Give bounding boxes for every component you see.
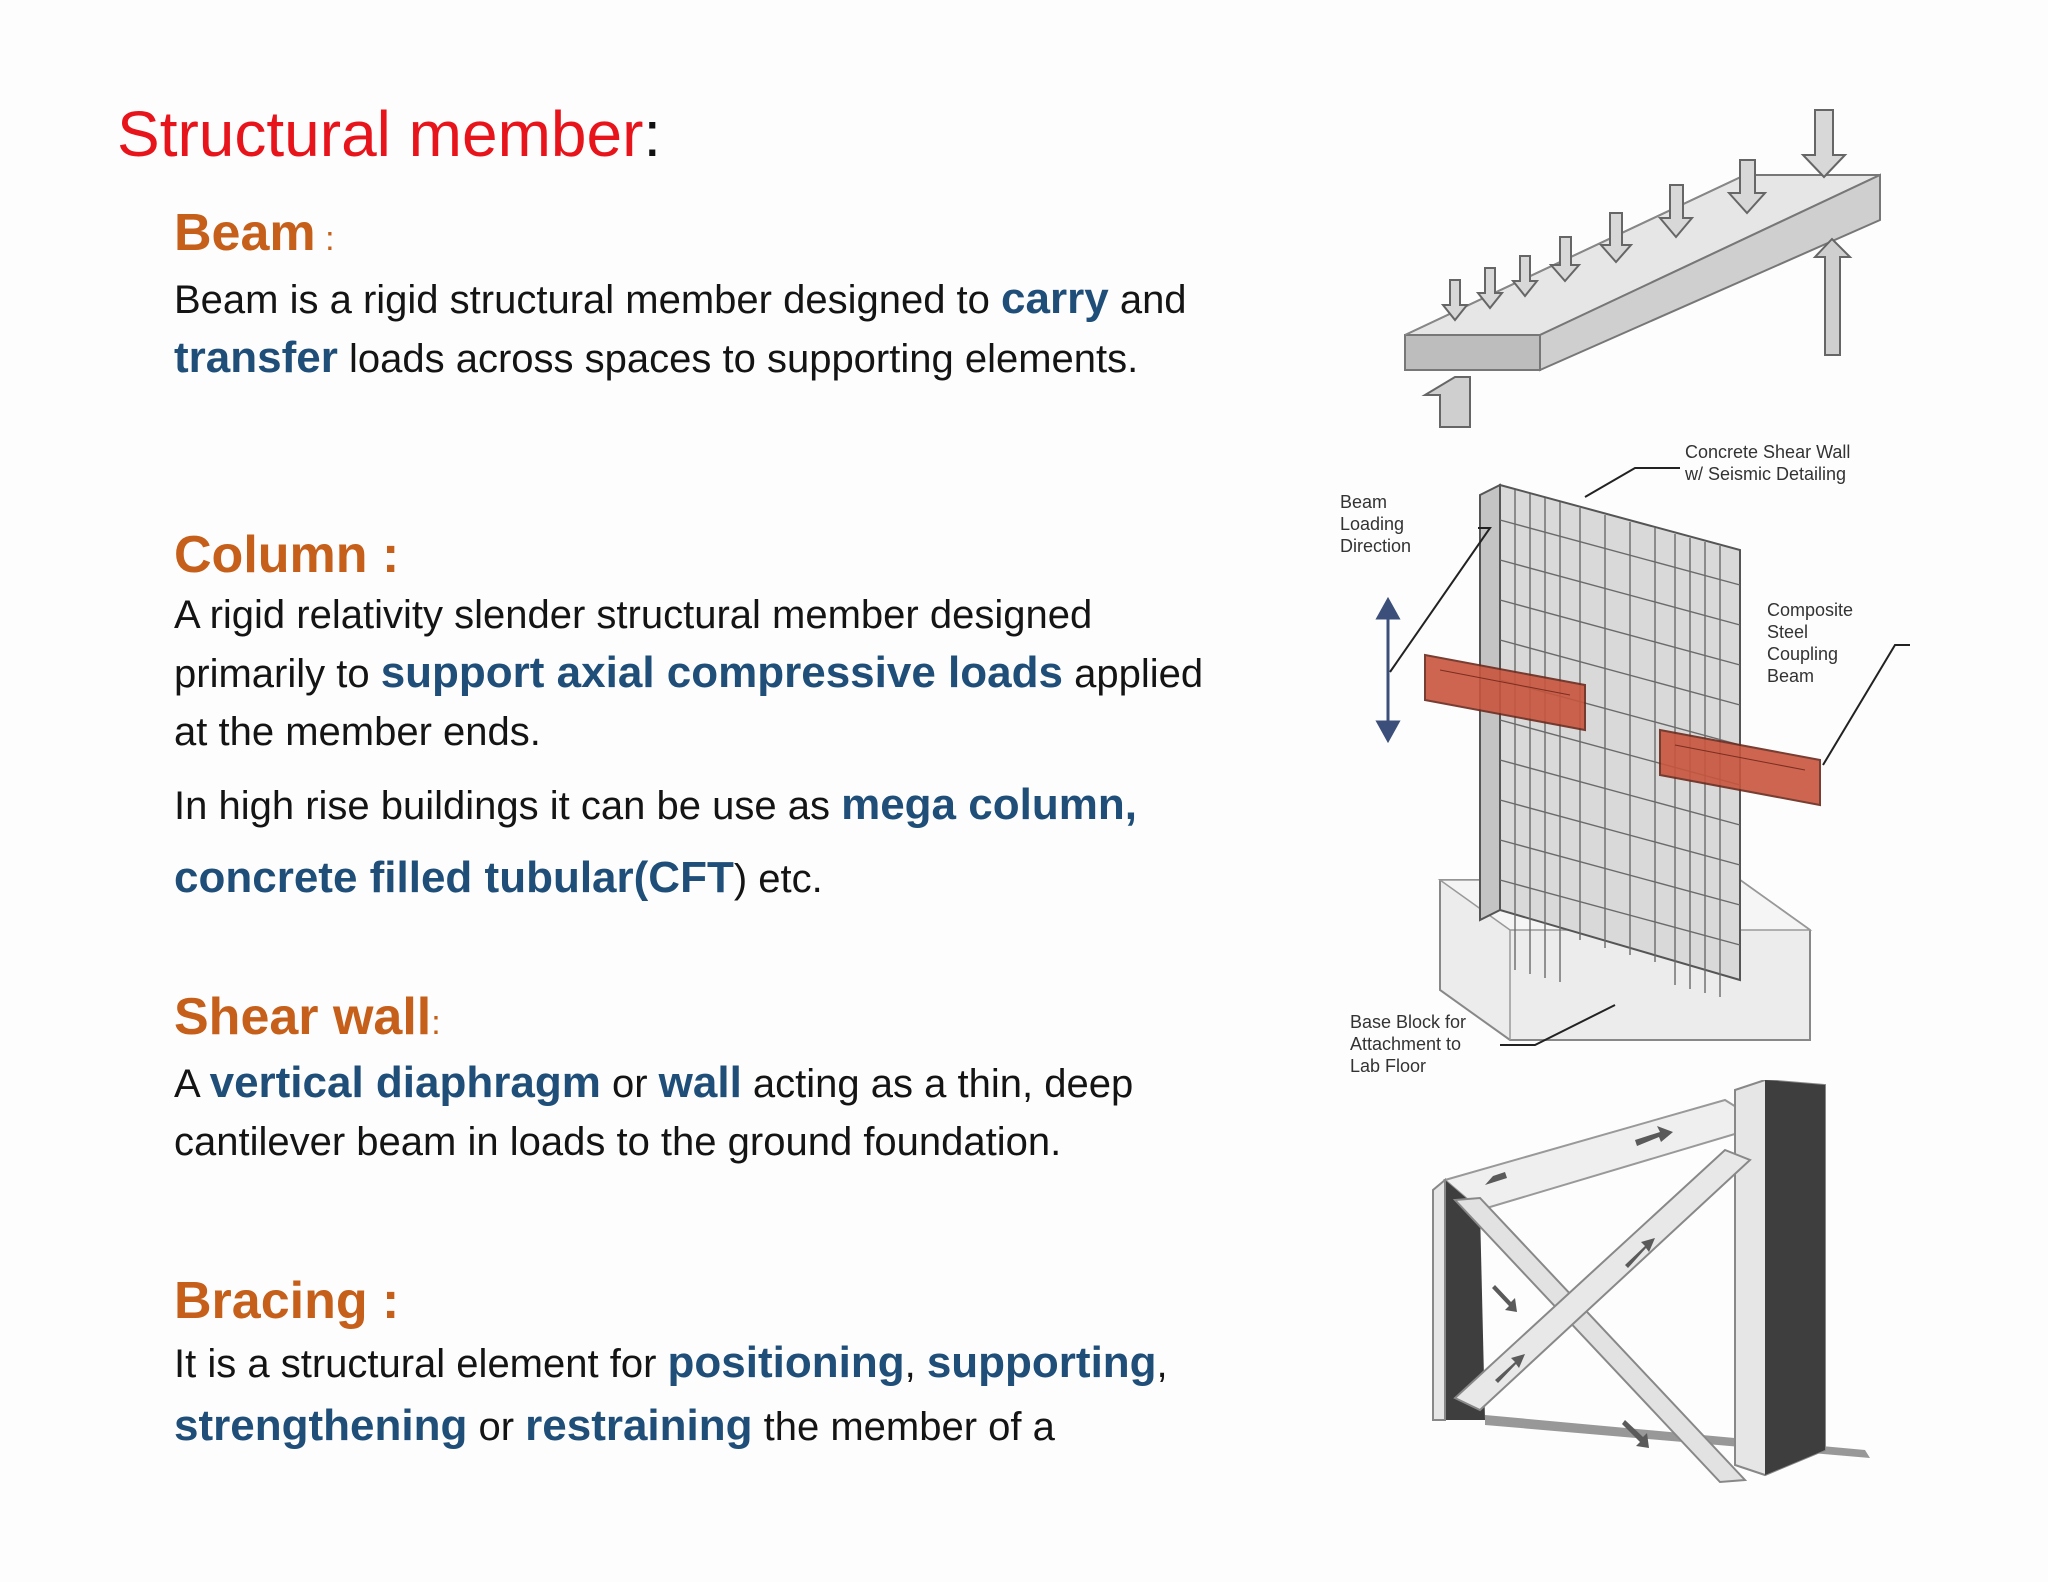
label-coupling-4: Beam	[1767, 666, 1814, 686]
shear-wall-illustration: Concrete Shear Wall w/ Seismic Detailing…	[1330, 440, 1910, 1080]
bracing-illustration	[1425, 1080, 1895, 1500]
page-title: Structural member:	[117, 96, 661, 172]
beam-heading: Beam :	[174, 204, 335, 262]
beam-illustration	[1395, 105, 1895, 435]
bracing-heading: Bracing :	[174, 1272, 400, 1330]
label-beam-load-3: Direction	[1340, 536, 1411, 556]
bracing-section: Bracing : It is a structural element for…	[174, 1270, 1214, 1466]
column-examples: In high rise buildings it can be use as …	[174, 780, 1137, 902]
label-shear-wall-1: Concrete Shear Wall	[1685, 442, 1850, 462]
label-beam-load-1: Beam	[1340, 492, 1387, 512]
column-heading: Column :	[174, 526, 400, 584]
label-base-2: Attachment to	[1350, 1034, 1461, 1054]
column-description: A rigid relativity slender structural me…	[174, 593, 1204, 754]
beam-section: Beam : Beam is a rigid structural member…	[174, 202, 1214, 388]
title-text: Structural member	[117, 98, 644, 170]
label-beam-load-2: Loading	[1340, 514, 1404, 534]
label-shear-wall-2: w/ Seismic Detailing	[1684, 464, 1846, 484]
label-coupling-1: Composite	[1767, 600, 1853, 620]
bracing-text-clip: It is a structural element for positioni…	[174, 1332, 1214, 1466]
label-coupling-2: Steel	[1767, 622, 1808, 642]
label-base-3: Lab Floor	[1350, 1056, 1426, 1076]
label-coupling-3: Coupling	[1767, 644, 1838, 664]
bracing-description: It is a structural element for positioni…	[174, 1338, 1168, 1450]
shear-wall-heading: Shear wall:	[174, 988, 441, 1046]
shear-wall-section: Shear wall: A vertical diaphragm or wall…	[174, 986, 1214, 1171]
column-section: Column : A rigid relativity slender stru…	[174, 524, 1214, 915]
shear-wall-description: A vertical diaphragm or wall acting as a…	[174, 1058, 1134, 1164]
label-base-1: Base Block for	[1350, 1012, 1466, 1032]
beam-description: Beam is a rigid structural member design…	[174, 274, 1187, 382]
title-colon: :	[643, 98, 662, 170]
